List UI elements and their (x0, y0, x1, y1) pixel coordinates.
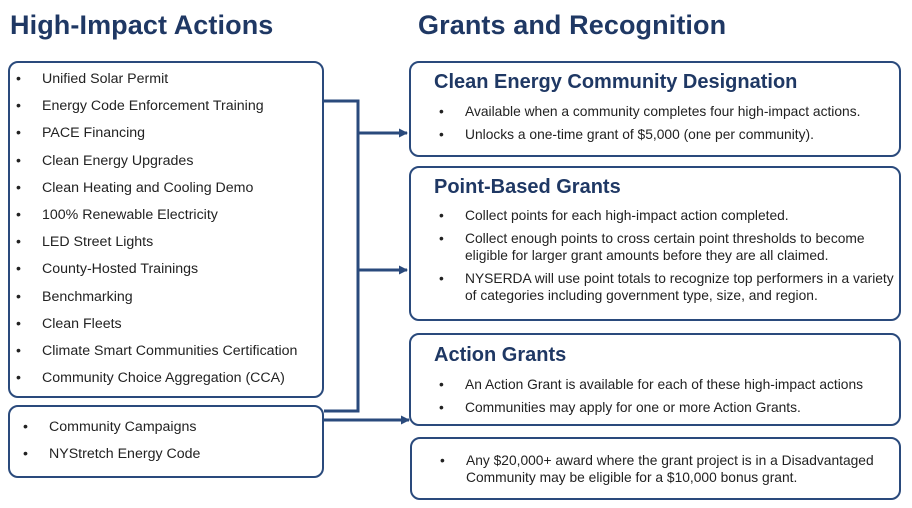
designation-box: Clean Energy Community Designation Avail… (409, 61, 901, 157)
list-item: Community Campaigns (23, 417, 200, 444)
list-item: An Action Grant is available for each of… (439, 376, 895, 393)
list-item: County-Hosted Trainings (16, 259, 297, 286)
bonus-box: Any $20,000+ award where the grant proje… (410, 437, 901, 500)
list-item: Any $20,000+ award where the grant proje… (440, 452, 886, 486)
list-item: NYStretch Energy Code (23, 444, 200, 471)
list-item: Available when a community completes fou… (439, 103, 895, 120)
list-item: Community Choice Aggregation (CCA) (16, 368, 297, 395)
list-item: 100% Renewable Electricity (16, 205, 297, 232)
point-grants-box: Point-Based Grants Collect points for ea… (409, 166, 901, 321)
list-item: Clean Fleets (16, 314, 297, 341)
list-item: Collect enough points to cross certain p… (439, 230, 895, 264)
list-item: Benchmarking (16, 287, 297, 314)
bracket-line (324, 99, 360, 413)
left-heading: High-Impact Actions (10, 10, 274, 40)
list-item: Climate Smart Communities Certification (16, 341, 297, 368)
designation-bullets: Available when a community completes fou… (439, 103, 895, 149)
high-impact-actions-box: Unified Solar Permit Energy Code Enforce… (8, 61, 324, 398)
list-item: Unlocks a one-time grant of $5,000 (one … (439, 126, 895, 143)
action-grants-title: Action Grants (434, 344, 567, 366)
list-item: LED Street Lights (16, 232, 297, 259)
right-heading: Grants and Recognition (418, 10, 727, 40)
list-item: Clean Heating and Cooling Demo (16, 178, 297, 205)
action-grants-bullets: An Action Grant is available for each of… (439, 376, 895, 422)
list-item: Energy Code Enforcement Training (16, 96, 297, 123)
high-impact-actions-list: Unified Solar Permit Energy Code Enforce… (16, 69, 297, 395)
list-item: Communities may apply for one or more Ac… (439, 399, 895, 416)
list-item: PACE Financing (16, 123, 297, 150)
designation-title: Clean Energy Community Designation (434, 71, 798, 93)
list-item: Clean Energy Upgrades (16, 151, 297, 178)
list-item: Collect points for each high-impact acti… (439, 207, 895, 224)
point-grants-bullets: Collect points for each high-impact acti… (439, 207, 895, 310)
point-grants-title: Point-Based Grants (434, 176, 621, 198)
bonus-bullets: Any $20,000+ award where the grant proje… (440, 452, 886, 492)
action-grants-box: Action Grants An Action Grant is availab… (409, 333, 901, 426)
list-item: Unified Solar Permit (16, 69, 297, 96)
other-actions-box: Community Campaigns NYStretch Energy Cod… (8, 405, 324, 478)
list-item: NYSERDA will use point totals to recogni… (439, 270, 895, 304)
other-actions-list: Community Campaigns NYStretch Energy Cod… (23, 417, 200, 471)
